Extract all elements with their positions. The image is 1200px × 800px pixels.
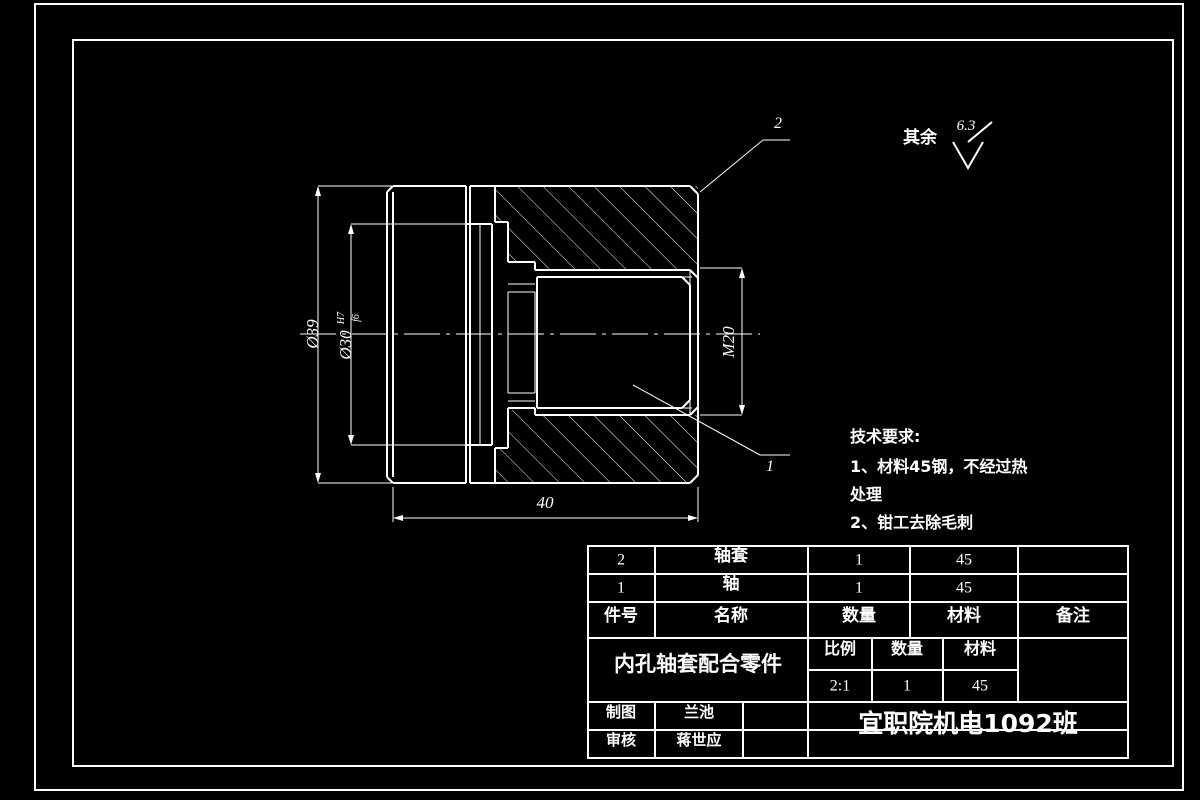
- relief-grooves: [507, 283, 536, 402]
- spec-header-material: 材料: [964, 639, 996, 658]
- dimension-label-outer-diameter: Ø39: [303, 319, 322, 350]
- dimension-thread-diameter: [700, 267, 745, 416]
- part-2-qty: 1: [855, 552, 863, 569]
- fit-diameter-basic: Ø30: [336, 330, 355, 361]
- drawn-by-value: 兰池: [684, 703, 714, 721]
- balloon-leader-1: [632, 384, 790, 456]
- organization-name: 宜职院机电1092班: [858, 709, 1078, 738]
- checked-by-label: 审核: [606, 731, 636, 749]
- checked-by-value: 蒋世应: [676, 731, 721, 749]
- spec-header-qty: 数量: [891, 639, 923, 658]
- sleeve-hatch-lower: [470, 410, 698, 483]
- header-material: 材料: [947, 605, 981, 626]
- part-1-item-no: 1: [617, 580, 625, 597]
- spec-value-material: 45: [972, 678, 988, 695]
- balloon-leader-2: [699, 139, 790, 193]
- spec-value-row: 2:1 1 45: [830, 678, 988, 695]
- shaft-thread-stem: [536, 276, 691, 409]
- drawn-by-label: 制图: [606, 703, 636, 721]
- part-1-name: 轴: [723, 573, 740, 594]
- part-2-item-no: 2: [617, 552, 625, 569]
- part-1-qty: 1: [855, 580, 863, 597]
- fit-tolerance-bottom: f6: [351, 314, 362, 322]
- tech-notes-line-2: 处理: [849, 485, 882, 504]
- part-2-name: 轴套: [714, 545, 749, 566]
- dimension-label-overall-length: 40: [537, 493, 555, 512]
- sheet-border-outer: [34, 3, 1184, 791]
- balloon-label-1: 1: [766, 458, 774, 475]
- signature-row-checked-by: 审核 蒋世应: [606, 731, 722, 749]
- dimension-label-fit-diameter: Ø30 H7 f6: [336, 308, 362, 361]
- surface-roughness-value: 6.3: [957, 118, 976, 134]
- signature-row-drawn-by: 制图 兰池: [606, 703, 714, 721]
- part-2-material: 45: [956, 552, 972, 569]
- tech-notes-title: 技术要求:: [850, 427, 920, 446]
- dimension-outer-diameter: [315, 185, 392, 484]
- header-qty: 数量: [842, 605, 876, 626]
- part-1-material: 45: [956, 580, 972, 597]
- balloon-label-2: 2: [774, 115, 782, 132]
- dimension-label-thread-diameter: M20: [719, 326, 738, 359]
- header-item-no: 件号: [604, 605, 638, 626]
- fit-tolerance-top: H7: [336, 311, 347, 325]
- dimension-overall-length: [392, 487, 699, 522]
- tech-notes-line-1: 1、材料45钢，不经过热: [850, 457, 1027, 476]
- tech-notes-line-3: 2、钳工去除毛刺: [850, 513, 973, 532]
- spec-value-scale: 2:1: [830, 678, 850, 695]
- spec-value-qty: 1: [903, 678, 911, 695]
- spec-header-scale: 比例: [824, 639, 856, 658]
- surface-roughness-triangle-icon: [952, 121, 993, 171]
- parts-table-header-row: 件号 名称 数量 材料 备注: [604, 605, 1090, 626]
- part-assembly-section-view: [300, 185, 760, 484]
- table-row-part-1: 1 轴 1 45: [617, 573, 972, 597]
- header-name: 名称: [714, 605, 748, 626]
- sleeve-hatch-upper: [470, 186, 698, 270]
- table-row-part-2: 2 轴套 1 45: [617, 545, 972, 569]
- header-remark: 备注: [1055, 605, 1090, 626]
- drawing-name: 内孔轴套配合零件: [614, 652, 782, 676]
- sheet-border-inner: [72, 39, 1174, 767]
- surface-note-label: 其余: [903, 127, 938, 148]
- spec-header-row: 比例 数量 材料: [824, 639, 996, 658]
- title-block-frame: [587, 545, 1129, 759]
- dimension-fit-diameter: [348, 223, 392, 446]
